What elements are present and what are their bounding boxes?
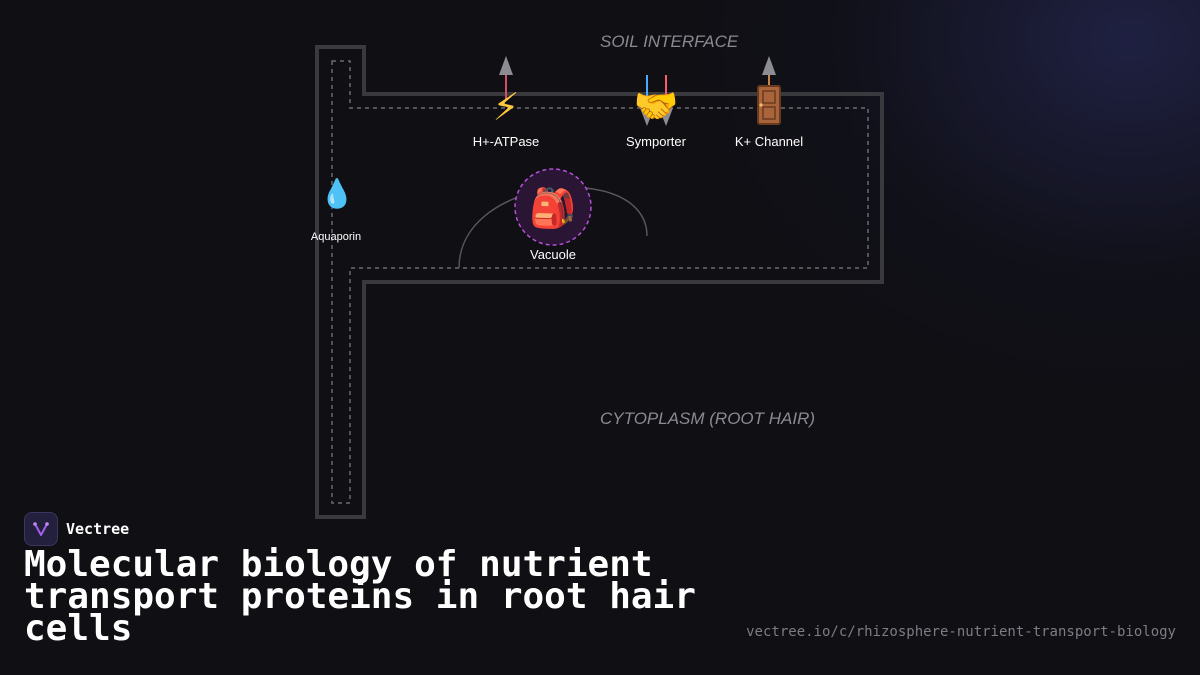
k-channel-arrow-head — [762, 56, 776, 75]
door-panel-bottom — [762, 106, 776, 120]
door-knob — [759, 103, 763, 107]
vectree-logo-icon — [24, 512, 58, 546]
symporter-arrow-head-right — [659, 108, 673, 126]
vacuole-ring — [514, 168, 592, 246]
source-url[interactable]: vectree.io/c/rhizosphere-nutrient-transp… — [746, 624, 1176, 640]
lightning-icon: ⚡ — [493, 85, 520, 129]
door-panel-top — [762, 90, 776, 104]
symporter-arrow-head-left — [640, 108, 654, 126]
brand[interactable]: Vectree — [24, 512, 129, 546]
handshake-icon: 🤝 — [634, 86, 679, 127]
k-channel-label: K+ Channel — [735, 134, 803, 149]
vacuole-label: Vacuole — [530, 247, 576, 262]
h-atpase-label: H+-ATPase — [473, 134, 540, 149]
protein-symporter[interactable]: 🤝 Symporter — [626, 75, 687, 149]
h-atpase-arrow-head — [499, 56, 513, 75]
cell-membrane-inner — [331, 60, 869, 504]
page-title: Molecular biology of nutrient transport … — [24, 544, 696, 649]
protein-k-channel[interactable]: K+ Channel — [735, 56, 803, 149]
aquaporin-label: Aquaporin — [311, 231, 361, 243]
droplet-icon: 💧 — [320, 177, 355, 210]
organelle-vacuole[interactable]: 🎒 Vacuole — [458, 168, 648, 269]
cytoplasm-label: CYTOPLASM (ROOT HAIR) — [600, 409, 815, 428]
backpack-icon: 🎒 — [529, 186, 576, 231]
protein-aquaporin[interactable]: 💧 Aquaporin — [311, 177, 361, 243]
symporter-label: Symporter — [626, 134, 687, 149]
protein-h-atpase[interactable]: ⚡ H+-ATPase — [473, 56, 540, 149]
brand-name: Vectree — [66, 520, 130, 538]
cell-membrane-outer — [315, 45, 884, 519]
soil-interface-label: SOIL INTERFACE — [600, 32, 739, 51]
